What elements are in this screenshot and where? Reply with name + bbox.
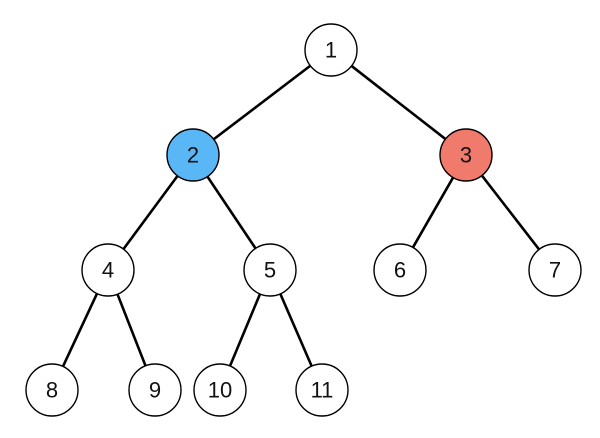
node-label: 7 (549, 258, 561, 283)
tree-node-4: 4 (81, 243, 135, 297)
node-label: 5 (264, 258, 276, 283)
tree-node-7: 7 (528, 243, 582, 297)
edge-4-8 (61, 292, 99, 368)
tree-node-5: 5 (243, 243, 297, 297)
edge-2-5 (206, 175, 257, 250)
node-circle (295, 363, 349, 417)
tree-node-6: 6 (373, 243, 427, 297)
tree-edges (61, 64, 541, 368)
node-label: 3 (460, 143, 472, 168)
node-circle (166, 128, 220, 182)
node-circle (439, 128, 493, 182)
tree-node-3: 3 (439, 128, 493, 182)
edge-4-9 (116, 292, 147, 368)
tree-node-1: 1 (304, 23, 358, 77)
edge-3-6 (411, 176, 455, 249)
edge-1-2 (212, 64, 312, 141)
node-circle (81, 243, 135, 297)
node-label: 2 (187, 143, 199, 168)
tree-node-8: 8 (25, 363, 79, 417)
tree-node-10: 10 (193, 363, 247, 417)
node-label: 9 (149, 378, 161, 403)
node-circle (304, 23, 358, 77)
edge-2-4 (122, 174, 179, 251)
node-circle (528, 243, 582, 297)
node-label: 4 (102, 258, 114, 283)
tree-node-2: 2 (166, 128, 220, 182)
node-circle (128, 363, 182, 417)
node-label: 1 (325, 38, 337, 63)
edge-3-7 (480, 174, 541, 251)
edge-1-3 (350, 64, 447, 141)
node-label: 11 (311, 378, 334, 403)
tree-node-9: 9 (128, 363, 182, 417)
node-label: 10 (208, 378, 232, 403)
node-label: 6 (394, 258, 406, 283)
node-circle (193, 363, 247, 417)
edge-5-11 (279, 292, 313, 368)
node-label: 8 (46, 378, 58, 403)
edge-5-10 (228, 292, 262, 368)
node-circle (373, 243, 427, 297)
node-circle (243, 243, 297, 297)
tree-node-11: 11 (295, 363, 349, 417)
tree-nodes: 1 2 3 4 5 6 7 8 9 10 11 (25, 23, 582, 417)
node-circle (25, 363, 79, 417)
